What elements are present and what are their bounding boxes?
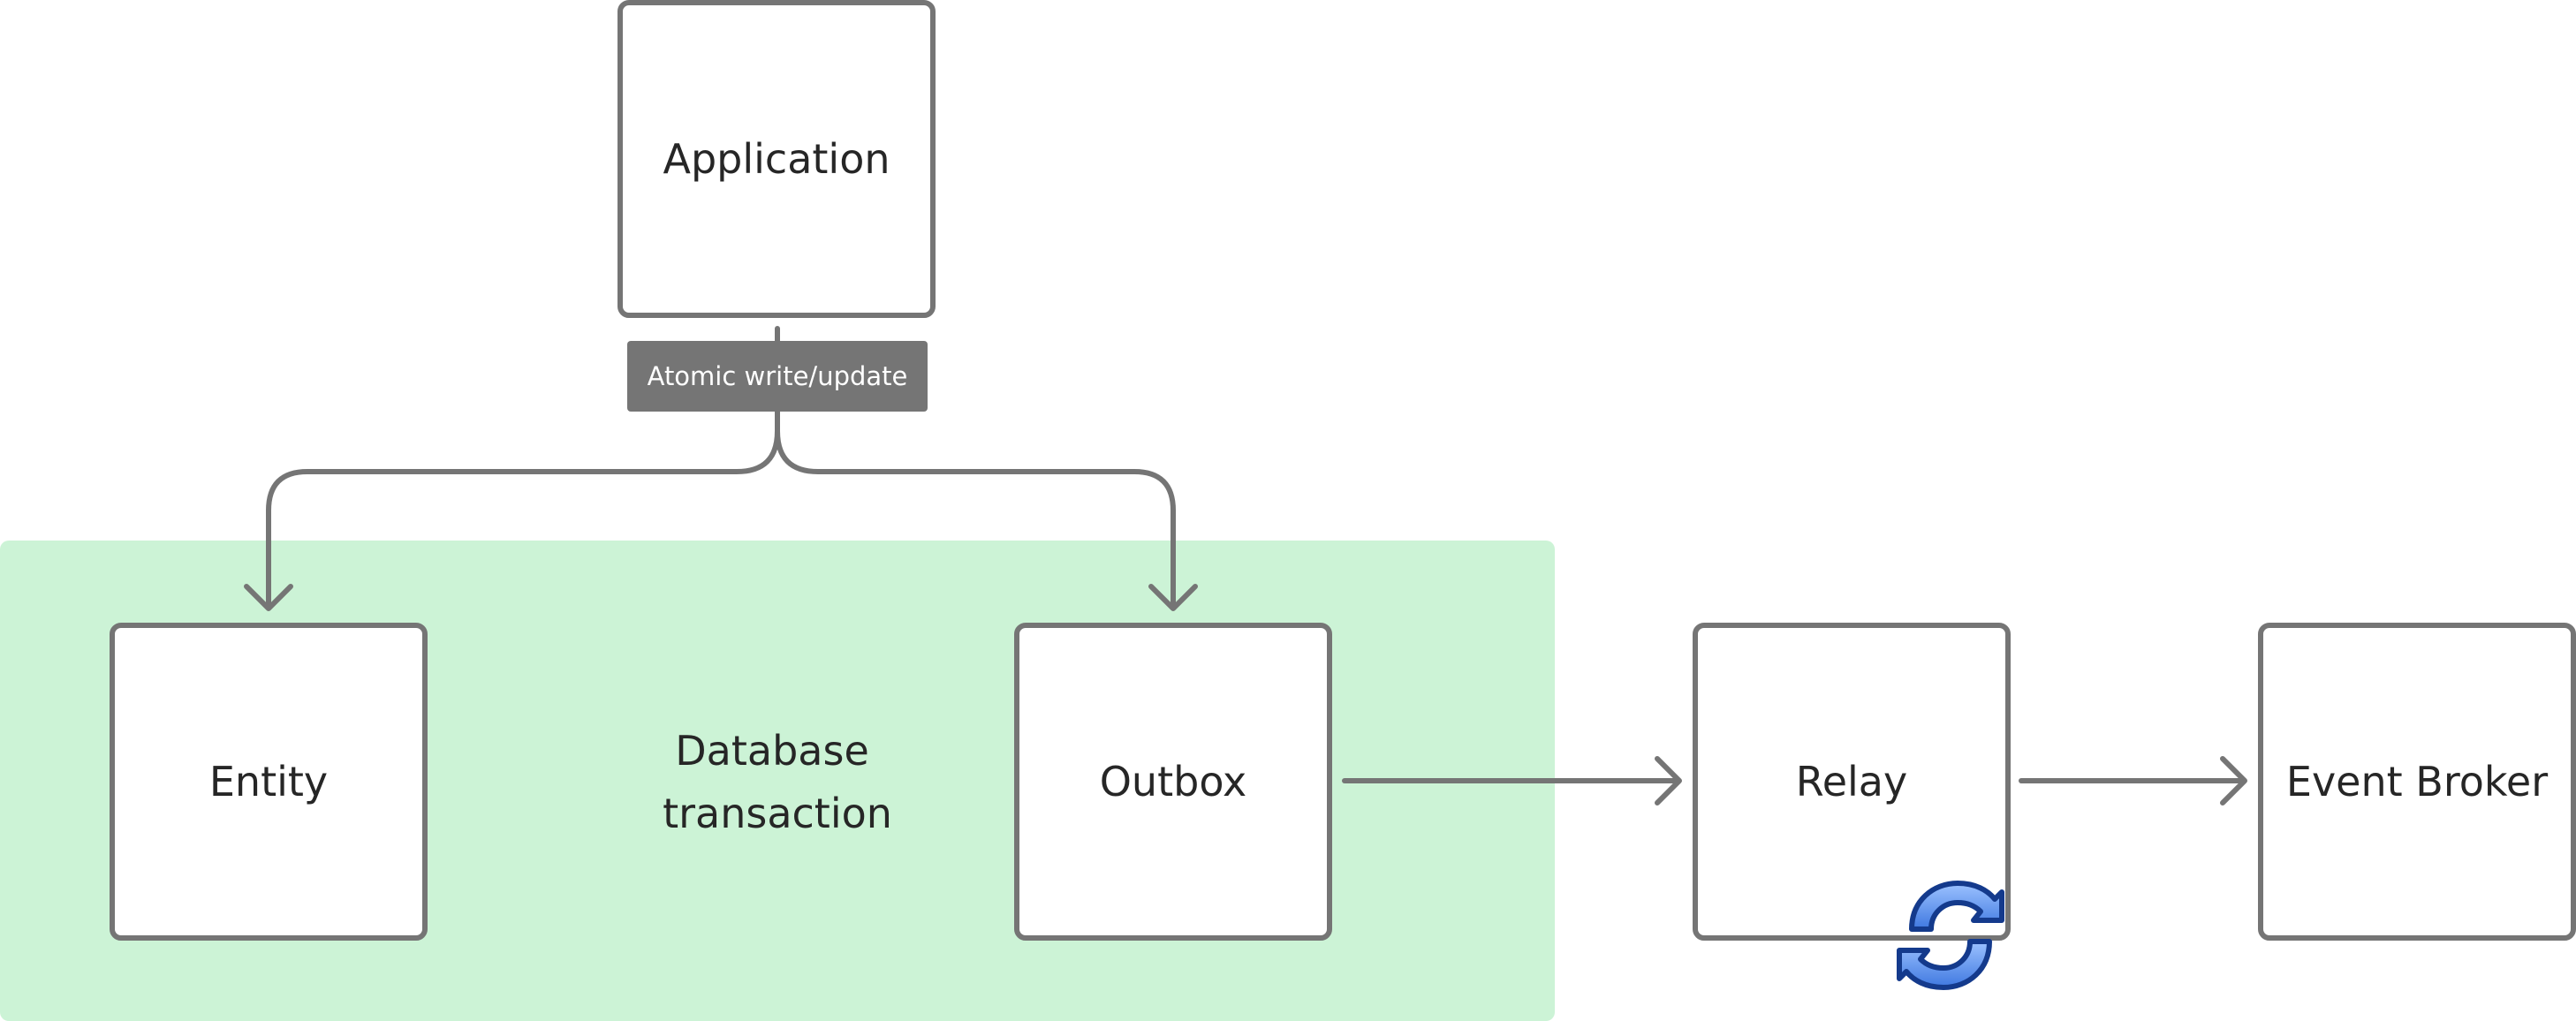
refresh-icon (1897, 881, 2004, 990)
event-broker-label: Event Broker (2286, 758, 2548, 805)
arrowhead-outbox (1148, 584, 1198, 611)
arrowhead-entity (244, 584, 293, 611)
application-label: Application (663, 135, 890, 183)
entity-node (110, 623, 428, 941)
region-label-line2: transaction (663, 790, 892, 837)
event-broker-node (2258, 623, 2576, 941)
application-node (617, 0, 936, 318)
arrow-to-outbox (775, 428, 1176, 610)
arrow-to-entity (266, 407, 780, 610)
region-label-line1: Database (675, 727, 869, 775)
edge-label: Atomic write/update (648, 361, 908, 391)
relay-node (1693, 623, 2011, 941)
arrowhead-broker (2220, 756, 2247, 805)
entity-label: Entity (209, 758, 328, 805)
edge-label-box (627, 341, 928, 412)
outbox-node (1014, 623, 1332, 941)
arrowhead-relay (1655, 756, 1682, 805)
outbox-label: Outbox (1100, 758, 1247, 805)
relay-label: Relay (1796, 758, 1907, 805)
